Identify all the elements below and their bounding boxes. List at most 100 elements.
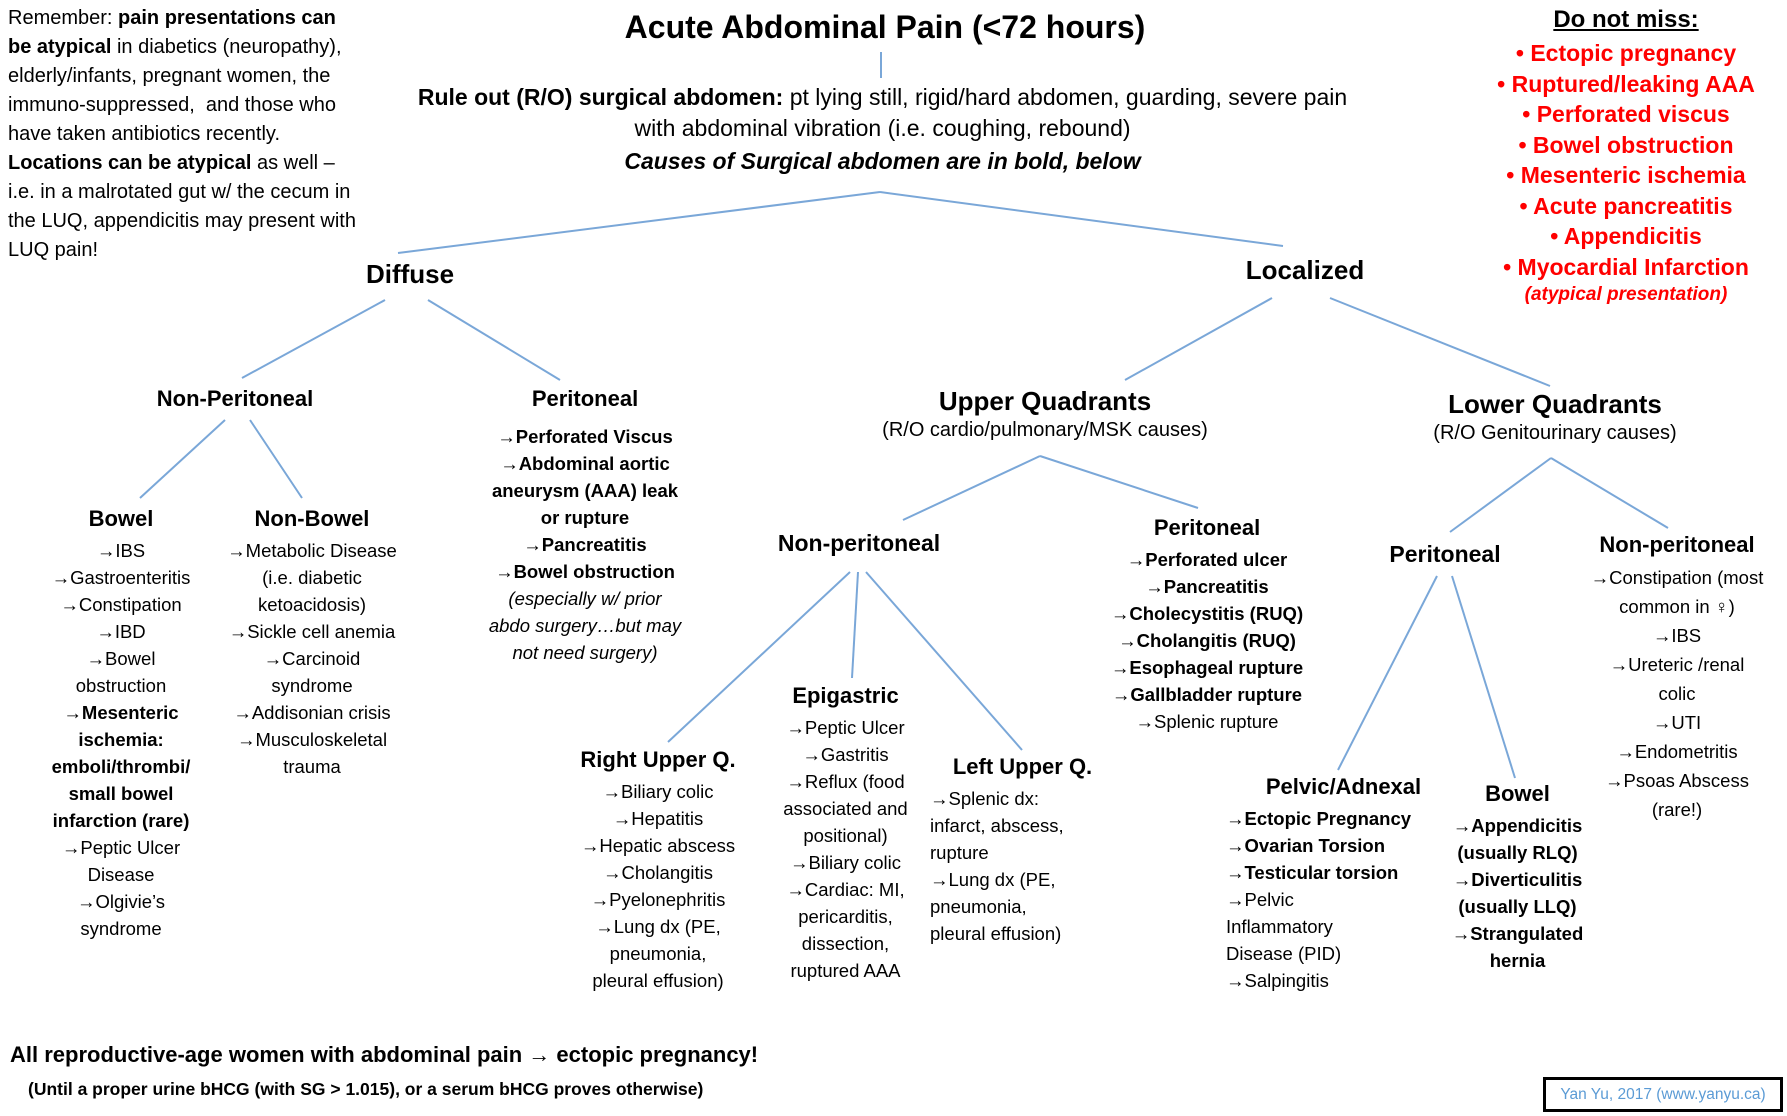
node-bowel-diffuse-header: Bowel	[88, 506, 154, 531]
list-item: →Pelvic Inflammatory Disease (PID)	[1226, 889, 1342, 964]
list-item: →Cardiac: MI, pericarditis, dissection, …	[786, 879, 905, 981]
node-epigastric-header: Epigastric	[792, 683, 899, 708]
node-lower-quadrants: Lower Quadrants (R/O Genitourinary cause…	[1390, 388, 1720, 446]
node-upper-quadrants-header: Upper Quadrants	[938, 386, 1152, 416]
node-upper-quadrants: Upper Quadrants (R/O cardio/pulmonary/MS…	[845, 385, 1245, 443]
node-pelvic-adnexal: Pelvic/Adnexal →Ectopic Pregnancy→Ovaria…	[1226, 773, 1461, 994]
node-peritoneal-upper-header: Peritoneal	[1153, 515, 1261, 540]
list-item: →Biliary colic	[789, 852, 902, 873]
text-segment: Locations can be atypical	[8, 152, 252, 174]
luq-list: →Splenic dx: infarct, abscess, rupture→L…	[930, 785, 1115, 947]
ruq-list: →Biliary colic→Hepatitis→Hepatic abscess…	[568, 778, 748, 994]
connector-line	[1449, 457, 1552, 533]
do-not-miss-list: • Ectopic pregnancy• Ruptured/leaking AA…	[1468, 38, 1784, 282]
list-item: →Cholangitis (RUQ)	[1118, 630, 1296, 651]
list-item: →Strangulated hernia	[1451, 923, 1584, 971]
node-ruq-header: Right Upper Q.	[580, 747, 736, 772]
footer-bhcg-note: (Until a proper urine bHCG (with SG > 1.…	[28, 1079, 704, 1099]
surgical-bold-note: Causes of Surgical abdomen are in bold, …	[624, 148, 1141, 174]
connector-line	[397, 191, 881, 254]
list-item: →Ovarian Torsion	[1226, 835, 1385, 856]
epigastric-list: →Peptic Ulcer→Gastritis→Reflux (food ass…	[758, 714, 933, 984]
peritoneal-diffuse-list: →Perforated Viscus →Abdominal aortic aneu…	[470, 423, 700, 666]
list-item: • Bowel obstruction	[1518, 131, 1734, 158]
node-diffuse: Diffuse	[365, 259, 455, 289]
list-item: →Pyelonephritis	[590, 889, 726, 910]
connector-line	[851, 571, 859, 679]
page-title: Acute Abdominal Pain (<72 hours)	[624, 9, 1146, 45]
list-item: →Peptic Ulcer Disease	[61, 837, 181, 885]
list-item: →Mesenteric ischemia: emboli/thrombi/ sm…	[51, 702, 191, 831]
upper-quadrants-subtitle: (R/O cardio/pulmonary/MSK causes)	[882, 419, 1208, 441]
text-segment: Remember:	[8, 7, 119, 29]
node-bowel-diffuse: Bowel →IBS→Gastroenteritis→Constipation→…	[40, 505, 202, 942]
list-item: →Ureteric /renal colic	[1609, 654, 1745, 704]
list-item: →Perforated ulcer	[1126, 549, 1288, 570]
connector-line	[241, 299, 386, 379]
list-item: →Esophageal rupture	[1110, 657, 1304, 678]
list-item: →Diverticulitis (usually LLQ)	[1452, 869, 1583, 917]
list-item: →Testicular torsion	[1226, 862, 1399, 883]
text-segment: as well – i.e. in a malrotated gut w/ th…	[8, 152, 362, 261]
node-non-peritoneal-diffuse: Non-Peritoneal	[156, 386, 314, 411]
connector-line	[139, 419, 226, 499]
list-item: →Gastritis	[802, 744, 889, 765]
list-item: →Reflux (food associated and positional)	[783, 771, 908, 846]
text-segment: pain presentations can be atypical	[8, 7, 342, 58]
peritoneal-upper-list: →Perforated ulcer →Pancreatitis →Cholecyst…	[1072, 546, 1342, 735]
list-item: →Splenic dx: infarct, abscess, rupture	[930, 788, 1064, 863]
connector-line	[902, 455, 1041, 521]
list-item: • Myocardial Infarction	[1503, 253, 1749, 280]
list-item: • Acute pancreatitis	[1519, 192, 1733, 219]
connector-line	[249, 419, 303, 499]
list-item: →Bowel obstruction	[75, 648, 167, 696]
node-epigastric: Epigastric →Peptic Ulcer→Gastritis→Reflu…	[758, 682, 933, 984]
node-non-peritoneal-upper: Non-peritoneal	[777, 530, 941, 556]
list-item: →Bowel obstruction	[495, 561, 675, 582]
list-item: • Appendicitis	[1550, 223, 1702, 249]
node-peritoneal-diffuse: Peritoneal →Perforated Viscus→Abdominal …	[470, 385, 700, 666]
list-item: →Hepatitis	[612, 808, 704, 829]
atypical-presentation-note: Remember: pain presentations can be atyp…	[8, 4, 360, 265]
list-item: →Lung dx (PE, pneumonia, pleural effusio…	[592, 916, 724, 991]
lower-quadrants-subtitle: (R/O Genitourinary causes)	[1433, 422, 1677, 444]
connector-line	[427, 299, 561, 381]
list-item: • Perforated viscus	[1522, 101, 1730, 127]
list-item: →Appendicitis (usually RLQ)	[1452, 815, 1583, 863]
list-item: →Cholecystitis (RUQ)	[1110, 603, 1304, 624]
list-item: →Pancreatitis	[1145, 576, 1269, 597]
node-right-upper-quadrant: Right Upper Q. →Biliary colic →Hepatitis →…	[568, 746, 748, 994]
node-luq-header: Left Upper Q.	[952, 754, 1093, 779]
credit-box: Yan Yu, 2017 (www.yanyu.ca)	[1543, 1077, 1783, 1112]
list-item: →Addisonian crisis	[233, 702, 391, 723]
list-item: →IBS	[1652, 625, 1702, 646]
list-item: →IBS	[96, 540, 146, 561]
list-item: →Lung dx (PE, pneumonia, pleural effusio…	[930, 869, 1062, 944]
list-item: →Pancreatitis	[523, 534, 647, 555]
node-localized: Localized	[1245, 255, 1365, 285]
list-item: →Cholangitis	[602, 862, 714, 883]
list-item: →Gallbladder rupture	[1111, 684, 1303, 705]
connector-line	[879, 191, 1284, 247]
list-item: →Abdominal aortic aneurysm (AAA) leak or…	[491, 453, 679, 528]
bowel-lower-list: →Appendicitis (usually RLQ) →Diverticulit…	[1440, 812, 1595, 974]
do-not-miss-footnote: (atypical presentation)	[1524, 284, 1728, 305]
list-item: →UTI	[1652, 712, 1702, 733]
list-item: →Metabolic Disease (i.e. diabetic ketoac…	[227, 540, 397, 615]
list-item: →Ectopic Pregnancy	[1226, 808, 1412, 829]
list-item: →Perforated Viscus	[497, 426, 673, 447]
footer-ectopic-warning: All reproductive-age women with abdomina…	[10, 1042, 759, 1067]
list-item: • Mesenteric ischemia	[1506, 162, 1746, 188]
list-item: →Constipation (most common in ♀)	[1590, 567, 1764, 617]
list-item: (especially w/ prior abdo surgery…but ma…	[488, 588, 682, 663]
list-item: →Biliary colic	[602, 781, 714, 802]
list-item: →Musculoskeletal trauma	[236, 729, 388, 777]
list-item: →IBD	[96, 621, 146, 642]
node-left-upper-quadrant: Left Upper Q. →Splenic dx: infarct, absc…	[930, 753, 1115, 947]
node-non-peritoneal-lower-header: Non-peritoneal	[1599, 532, 1755, 557]
connector-line	[1451, 575, 1516, 779]
list-item: →Psoas Abscess (rare!)	[1605, 770, 1749, 820]
list-item: →Sickle cell anemia	[228, 621, 396, 642]
rule-out-lead: Rule out (R/O) surgical abdomen:	[417, 84, 784, 110]
do-not-miss-title: Do not miss:	[1553, 6, 1699, 33]
